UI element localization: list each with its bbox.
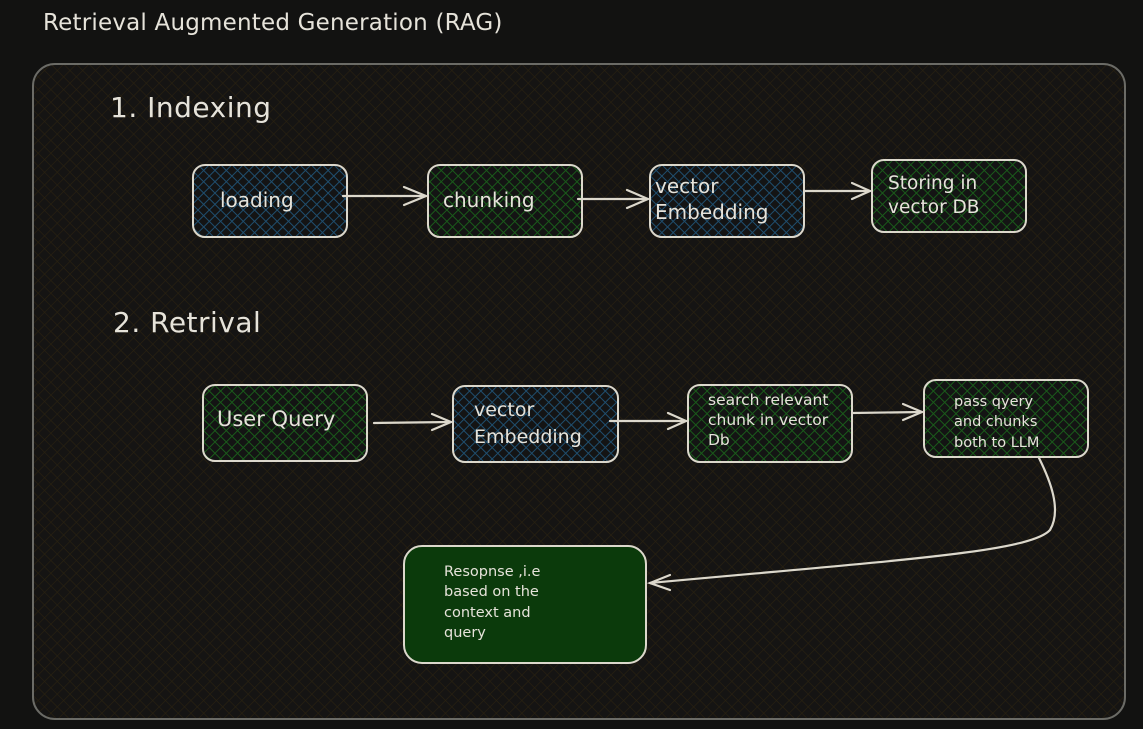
node-label-chunking: chunking (443, 188, 535, 212)
node-search[interactable] (687, 384, 853, 463)
node-pass[interactable] (923, 379, 1089, 458)
arrow-user-query-to-vector-embedding (372, 412, 454, 432)
arrow-vector-embedding-to-search (608, 411, 689, 431)
node-label-storing: Storing in vector DB (888, 173, 980, 219)
node-label-pass: pass qyery and chunks both to LLM (954, 394, 1040, 451)
node-loading[interactable] (192, 164, 348, 238)
node-label-vector-embedding-1: vector Embedding (655, 174, 769, 224)
arrow-search-to-pass (850, 402, 925, 422)
node-label-response: Resopnse ,i.e based on the context and q… (444, 564, 541, 641)
arrow-loading-to-chunking (341, 185, 429, 207)
node-response[interactable] (403, 545, 647, 664)
node-label-search: search relevant chunk in vector Db (708, 391, 829, 450)
section-heading-indexing: 1. Indexing (110, 91, 272, 124)
node-label-user-query: User Query (217, 407, 336, 431)
section-heading-retrieval: 2. Retrival (113, 306, 262, 339)
node-storing[interactable] (871, 159, 1027, 233)
node-label-vector-embedding-2: vector Embedding (474, 399, 582, 448)
node-vector-embedding-2[interactable] (452, 385, 619, 463)
arrow-pass-to-response (646, 456, 1057, 592)
node-vector-embedding-1[interactable] (649, 164, 805, 238)
node-label-loading: loading (220, 188, 294, 212)
node-chunking[interactable] (427, 164, 583, 238)
arrow-chunking-to-vector-embedding (576, 188, 651, 210)
arrow-vector-embedding-to-storing (803, 181, 873, 201)
node-user-query[interactable] (202, 384, 368, 462)
diagram-title: Retrieval Augmented Generation (RAG) (43, 10, 503, 36)
